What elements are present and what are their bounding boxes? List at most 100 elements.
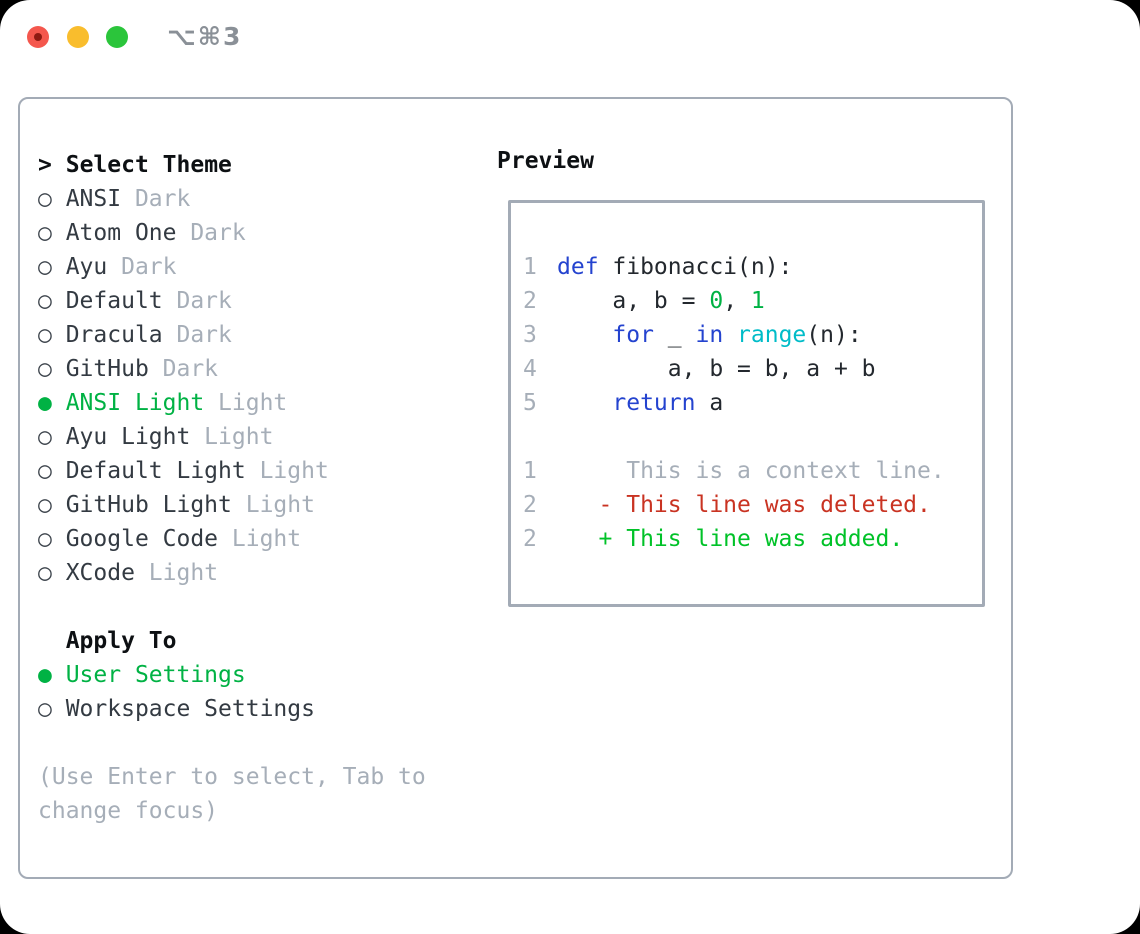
token-green: 1	[750, 288, 765, 314]
radio-icon: ○	[38, 322, 66, 348]
diff-line-deleted: 2 - This line was deleted.	[523, 488, 979, 522]
token-fg	[723, 322, 737, 348]
line-number: 3	[523, 322, 537, 348]
apply-option-label: Workspace Settings	[65, 696, 315, 722]
radio-icon: ○	[38, 356, 66, 382]
theme-variant-label: Dark	[162, 288, 232, 314]
radio-icon: ○	[38, 220, 66, 246]
window-title: ⌥⌘3	[167, 22, 243, 51]
theme-name: Default Light	[65, 458, 246, 484]
token-fg: ,	[723, 288, 751, 314]
code-line: 4 a, b = b, a + b	[523, 352, 979, 386]
theme-option-ayu-light-light[interactable]: ○ Ayu Light Light	[38, 420, 426, 454]
apply-option-workspace-settings[interactable]: ○ Workspace Settings	[38, 692, 426, 726]
theme-variant-label: Light	[231, 492, 315, 518]
help-line: (Use Enter to select, Tab to	[38, 764, 426, 790]
radio-icon: ○	[38, 254, 66, 280]
code-line: 3 for _ in range(n):	[523, 318, 979, 352]
theme-option-google-code-light[interactable]: ○ Google Code Light	[38, 522, 426, 556]
theme-name: Ayu Light	[65, 424, 191, 450]
radio-selected-icon: ●	[38, 390, 66, 416]
token-blue: return	[612, 390, 696, 416]
line-number: 5	[523, 390, 537, 416]
theme-variant-label: Light	[204, 390, 288, 416]
theme-name: Ayu	[65, 254, 108, 280]
token-muted: This is a context line.	[557, 458, 945, 484]
help-text: (Use Enter to select, Tab to change focus…	[38, 760, 426, 828]
token-fg: a, b = b, a + b	[557, 356, 876, 382]
theme-variant-label: Dark	[162, 322, 232, 348]
radio-icon: ○	[38, 696, 66, 722]
theme-option-xcode-light[interactable]: ○ XCode Light	[38, 556, 426, 590]
help-line: change focus)	[38, 798, 219, 824]
apply-to-list: ● User Settings○ Workspace Settings	[38, 658, 426, 726]
code-line: 2 a, b = 0, 1	[523, 284, 979, 318]
titlebar: ⌥⌘3	[0, 0, 1140, 76]
theme-option-ansi-dark[interactable]: ○ ANSI Dark	[38, 182, 426, 216]
record-dot-icon	[34, 33, 42, 41]
token-fg: a, b =	[557, 288, 710, 314]
token-added: + This line was added.	[557, 526, 904, 552]
radio-icon: ○	[38, 560, 66, 586]
theme-option-dracula-dark[interactable]: ○ Dracula Dark	[38, 318, 426, 352]
theme-option-default-dark[interactable]: ○ Default Dark	[38, 284, 426, 318]
token-blue: def	[557, 254, 599, 280]
theme-selector: > Select Theme ○ ANSI Dark○ Atom One Dar…	[38, 148, 426, 828]
theme-name: Google Code	[65, 526, 219, 552]
spacer	[38, 590, 426, 624]
line-number: 4	[523, 356, 537, 382]
line-number: 2	[523, 492, 537, 518]
token-fg: _	[653, 322, 696, 348]
theme-name: Default	[65, 288, 163, 314]
apply-to-header: Apply To	[65, 628, 177, 654]
theme-option-default-light-light[interactable]: ○ Default Light Light	[38, 454, 426, 488]
diff-line-added: 2 + This line was added.	[523, 522, 979, 556]
code-line: 5 return a	[523, 386, 979, 420]
theme-option-ansi-light-light[interactable]: ● ANSI Light Light	[38, 386, 426, 420]
diff-sample: 1 This is a context line.2 - This line w…	[523, 454, 979, 556]
apply-option-user-settings[interactable]: ● User Settings	[38, 658, 426, 692]
diff-line-context: 1 This is a context line.	[523, 454, 979, 488]
theme-option-github-light-light[interactable]: ○ GitHub Light Light	[38, 488, 426, 522]
code-line: 1 def fibonacci(n):	[523, 250, 979, 284]
token-red: - This line was deleted.	[557, 492, 931, 518]
radio-icon: ○	[38, 492, 66, 518]
preview-header: Preview	[497, 148, 594, 174]
theme-variant-label: Light	[245, 458, 329, 484]
theme-option-ayu-dark[interactable]: ○ Ayu Dark	[38, 250, 426, 284]
theme-name: XCode	[65, 560, 135, 586]
theme-name: GitHub	[65, 356, 149, 382]
token-blue: in	[695, 322, 724, 348]
token-fg	[557, 390, 612, 416]
theme-name: Atom One	[65, 220, 177, 246]
apply-option-label: User Settings	[65, 662, 246, 688]
token-fg	[557, 322, 612, 348]
select-theme-header: > Select Theme	[38, 148, 426, 182]
radio-icon: ○	[38, 458, 66, 484]
theme-variant-label: Dark	[121, 186, 191, 212]
theme-name: GitHub Light	[65, 492, 232, 518]
radio-icon: ○	[38, 186, 66, 212]
spacer	[523, 420, 979, 454]
line-number: 1	[523, 458, 537, 484]
token-green: 0	[709, 288, 724, 314]
token-cyan: range	[737, 322, 807, 348]
theme-option-github-dark[interactable]: ○ GitHub Dark	[38, 352, 426, 386]
radio-selected-icon: ●	[38, 662, 66, 688]
prompt-icon: >	[38, 152, 52, 178]
radio-icon: ○	[38, 424, 66, 450]
close-button[interactable]	[27, 26, 49, 48]
theme-option-atom-one-dark[interactable]: ○ Atom One Dark	[38, 216, 426, 250]
token-fg: fibonacci(n):	[598, 254, 793, 280]
maximize-button[interactable]	[106, 26, 128, 48]
token-fg: a	[695, 390, 724, 416]
minimize-button[interactable]	[67, 26, 89, 48]
line-number: 1	[523, 254, 537, 280]
theme-variant-label: Dark	[176, 220, 246, 246]
line-number: 2	[523, 288, 537, 314]
theme-name: Dracula	[65, 322, 163, 348]
token-fg: (n):	[806, 322, 862, 348]
main-panel: > Select Theme ○ ANSI Dark○ Atom One Dar…	[18, 97, 1013, 879]
